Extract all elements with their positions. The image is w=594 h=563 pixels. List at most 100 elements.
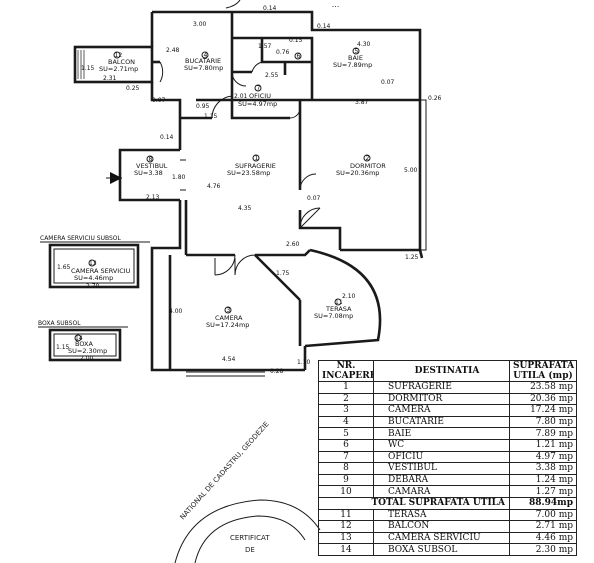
dim-label: 2.10: [342, 293, 356, 300]
section-label: CAMERA SERVICIU SUBSOL: [40, 235, 122, 242]
room-number: 1: [255, 155, 259, 162]
table-header-row: NR. INCAPERE DESTINATIA SUPRAFATA UTILA …: [318, 360, 577, 382]
cell-destinatia: TERASA: [373, 508, 510, 522]
top-scribble: [225, 0, 241, 9]
cell-destinatia: VESTIBUL: [373, 462, 510, 475]
dim-label: 0.76: [276, 49, 290, 56]
room-number: 5: [355, 48, 359, 55]
room-area-table: NR. INCAPERE DESTINATIA SUPRAFATA UTILA …: [318, 360, 577, 556]
room-number: 7: [257, 85, 261, 92]
interior-walls: [152, 12, 420, 370]
outer-walls: [73, 10, 427, 377]
dim-label: 2.60: [286, 241, 300, 248]
cell-nr: 9: [318, 473, 374, 487]
cell-destinatia: OFICIU: [373, 450, 510, 464]
room-number: 6: [297, 53, 301, 60]
room-name: BAIE: [348, 54, 363, 62]
dim-label: 0.95: [196, 103, 210, 110]
dim-label: 0.07: [381, 79, 395, 86]
header-nr-line2: INCAPERE: [322, 371, 374, 381]
room-name: BUCATARIE: [185, 57, 221, 65]
room-area: SU=7.08mp: [314, 312, 353, 320]
stamp-text: CERTIFICAT: [230, 534, 270, 542]
cadastre-stamp: NATIONAL DE CADASTRU, GEODEZIE CERTIFICA…: [174, 420, 321, 563]
camera-serviciu-subsol: CAMERA SERVICIU SUBSOL 13 CAMERA SERVICI…: [40, 235, 150, 290]
dim-label: 4.76: [207, 183, 221, 190]
cell-suprafata: 2.71 mp: [509, 520, 577, 533]
room-name: CAMERA: [215, 314, 243, 322]
room-number: 11: [335, 299, 343, 306]
dim-label: 4.35: [238, 205, 252, 212]
dim-label: 1.65: [57, 264, 71, 271]
dim-label: 2.13: [146, 194, 160, 201]
cell-nr: 3: [318, 404, 374, 417]
room-name: SUFRAGERIE: [235, 162, 276, 170]
dim-label: 1.25: [405, 254, 419, 261]
room-area: SU=20.36mp: [336, 169, 379, 177]
cell-suprafata: 2.30 mp: [509, 543, 577, 556]
room-number: 12: [115, 52, 123, 59]
cell-suprafata: 7.89 mp: [509, 427, 577, 440]
dim-label: 1.15: [56, 344, 70, 351]
cell-destinatia: CAMERA SERVICIU: [373, 531, 510, 545]
room-number: 14: [75, 335, 83, 342]
cell-destinatia: SUFRAGERIE: [373, 381, 510, 394]
room-number: 8: [149, 156, 153, 163]
dim-label: 1.57: [258, 43, 272, 50]
room-area: SU=17.24mp: [206, 321, 249, 329]
cell-suprafata: 4.46 mp: [509, 531, 577, 545]
cell-nr: 6: [318, 438, 374, 452]
room-name: BALCON: [108, 58, 135, 66]
cell-nr: 2: [318, 392, 374, 406]
dimension-labels: 0.14 3.00 1.57 0.15 0.76 0.14 4.30 2.48 …: [81, 5, 442, 375]
dim-label: 0.28: [270, 368, 284, 375]
dim-label: 4.00: [169, 308, 183, 315]
total-label: TOTAL SUPRAFATA UTILA: [318, 496, 510, 510]
room-number: 4: [204, 52, 208, 59]
section-label: BOXA SUBSOL: [38, 320, 81, 327]
room-number: 3: [227, 307, 231, 314]
dim-label: 1.80: [172, 174, 186, 181]
cell-suprafata: 1.24 mp: [509, 473, 577, 487]
dim-label: 2.55: [265, 72, 279, 79]
header-suprafata-line1: SUPRAFATA: [513, 361, 575, 372]
room-area: SU=4.46mp: [74, 274, 113, 282]
room-labels: 12 BALCON SU=2.71mp 4 BUCATARIE SU=7.80m…: [99, 47, 386, 329]
dim-label: 0.07: [152, 97, 166, 104]
dim-label: 0.14: [263, 5, 277, 12]
room-area: SU=3.38: [134, 169, 163, 177]
dim-label: 2.48: [166, 47, 180, 54]
cell-nr: 5: [318, 427, 374, 440]
room-area: SU=7.80mp: [184, 64, 223, 72]
cell-suprafata: 1.21 mp: [509, 438, 577, 452]
dim-label: 0.26: [428, 95, 442, 102]
room-name: TERASA: [325, 305, 352, 313]
cell-nr: 12: [318, 520, 374, 533]
cell-destinatia: BALCON: [373, 520, 510, 533]
cell-destinatia: CAMERA: [373, 404, 510, 417]
cell-destinatia: CAMARA: [373, 485, 510, 498]
header-nr-line1: NR.: [336, 361, 356, 372]
dim-label: 3.87: [355, 99, 369, 106]
dim-label: 0.07: [307, 195, 321, 202]
cell-nr: 1: [318, 381, 374, 394]
room-name: OFICIU: [249, 92, 271, 100]
cell-suprafata: 3.38 mp: [509, 462, 577, 475]
dim-label: 2.31: [103, 75, 117, 82]
dim-label: 1.15: [204, 113, 218, 120]
dim-label: 0.14: [160, 134, 174, 141]
room-area: SU=4.97mp: [238, 100, 277, 108]
